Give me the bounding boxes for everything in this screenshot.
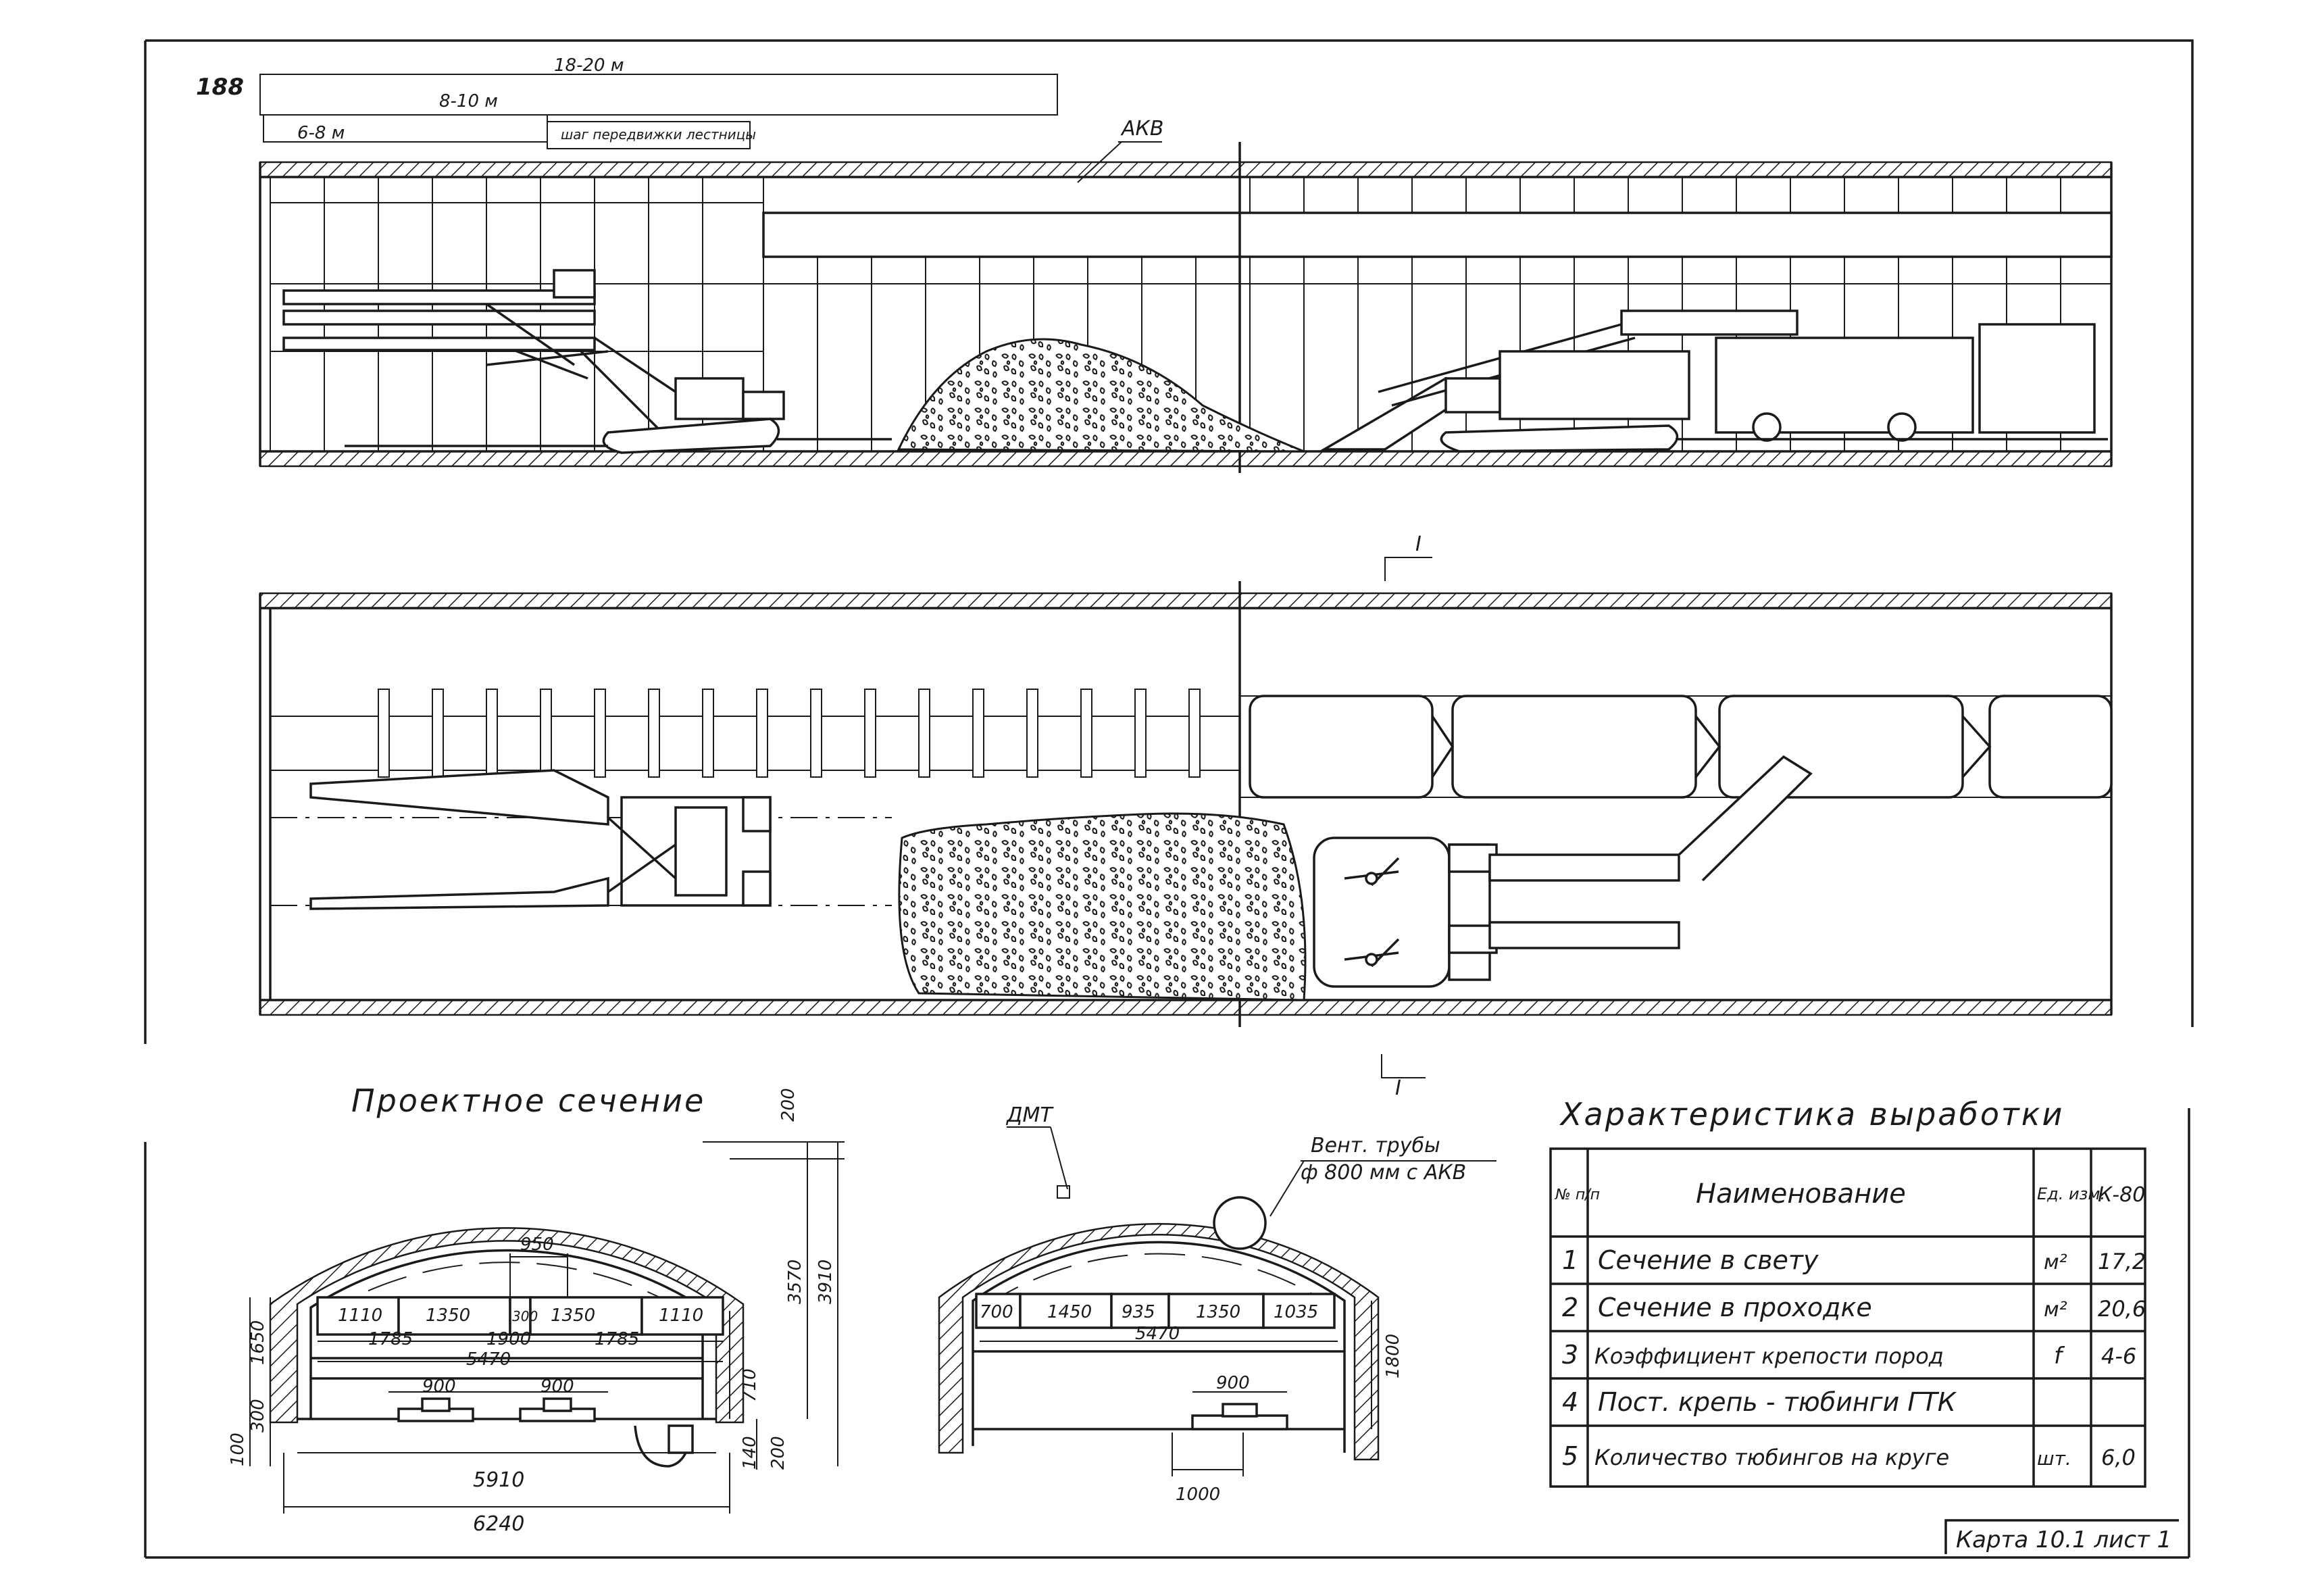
row-3-num: 3: [1562, 1340, 1578, 1370]
dim-900-section: 900: [1216, 1373, 1250, 1393]
dim-5910: 5910: [473, 1468, 524, 1492]
dim-1800-section: 1800: [1383, 1334, 1403, 1378]
dim-1650: 1650: [248, 1320, 268, 1365]
row-1-name: Сечение в свету: [1598, 1245, 1819, 1275]
row-2-value: 20,6: [2098, 1296, 2146, 1322]
row-3-name: Коэффициент крепости пород: [1594, 1343, 1944, 1369]
akv-label: АКВ: [1120, 117, 1163, 141]
dim-1900: 1900: [486, 1329, 531, 1349]
row-5-value: 6,0: [2101, 1445, 2136, 1470]
row-3-unit: f: [2054, 1343, 2065, 1370]
row-4-num: 4: [1562, 1387, 1578, 1417]
header-unit: Ед. изм.: [2037, 1184, 2105, 1203]
dim-18-20m: 18-20 м: [554, 55, 624, 76]
dim-200-bottom: 200: [768, 1436, 788, 1470]
row-1-num: 1: [1562, 1245, 1578, 1275]
dim-1785-right: 1785: [595, 1329, 639, 1349]
header-num: № п/п: [1555, 1187, 1600, 1203]
characteristics-title: Характеристика выработки: [1559, 1096, 2064, 1132]
row-3-value: 4-6: [2101, 1343, 2136, 1369]
dim-700: 700: [980, 1302, 1013, 1322]
section-mark-bottom: I: [1395, 1076, 1401, 1100]
dim-ladder-step: шаг передвижки лестницы: [561, 126, 756, 143]
dim-140: 140: [740, 1436, 760, 1470]
vent-pipes-spec: ф 800 мм с АКВ: [1301, 1161, 1466, 1184]
plan-view: I I: [259, 532, 2113, 1100]
header-value: К-80: [2098, 1183, 2145, 1207]
row-2-name: Сечение в проходке: [1598, 1293, 1872, 1322]
row-1-unit: м²: [2044, 1251, 2067, 1274]
dim-1350-right: 1350: [551, 1305, 595, 1326]
vent-pipes-label: Вент. трубы: [1311, 1134, 1440, 1157]
dim-6240: 6240: [473, 1512, 524, 1536]
dim-1000-section: 1000: [1176, 1485, 1220, 1505]
dim-300-left: 300: [248, 1399, 268, 1432]
dim-200-top: 200: [778, 1088, 799, 1122]
dim-8-10m: 8-10 м: [439, 91, 498, 111]
dim-1350-left: 1350: [426, 1305, 470, 1326]
characteristics-table: Характеристика выработки № п/п Наименова…: [1549, 1096, 2146, 1488]
dim-5470: 5470: [466, 1349, 511, 1370]
vent-pipe: [762, 211, 2113, 258]
section-mark-top: I: [1415, 532, 1422, 556]
vent-pipe-section: [1213, 1196, 1267, 1250]
row-5-unit: шт.: [2037, 1447, 2071, 1470]
loader-left: [345, 377, 892, 454]
dim-1110-right: 1110: [659, 1305, 703, 1326]
row-1-value: 17,2: [2098, 1249, 2146, 1274]
footer-label: Карта 10.1 лист 1: [1956, 1526, 2171, 1553]
dim-935: 935: [1122, 1302, 1155, 1322]
longitudinal-view: 18-20 м 8-10 м 6-8 м шаг передвижки лест…: [259, 55, 2113, 473]
row-4-name: Пост. крепь - тюбинги ГТК: [1598, 1387, 1957, 1417]
dim-1785-left: 1785: [368, 1329, 413, 1349]
dim-900-right: 900: [540, 1376, 574, 1397]
dim-950: 950: [520, 1235, 554, 1255]
dim-710: 710: [740, 1368, 760, 1402]
dim-100: 100: [228, 1432, 248, 1466]
dim-1035: 1035: [1274, 1302, 1318, 1322]
design-section-title: Проектное сечение: [351, 1082, 705, 1119]
footer-label-box: Карта 10.1 лист 1: [1944, 1519, 2179, 1554]
loader-plan-left: [309, 769, 772, 910]
rock-pile-elevation: [897, 338, 1305, 453]
dim-3910: 3910: [815, 1260, 836, 1304]
loader-right: [1319, 309, 2108, 453]
row-2-num: 2: [1562, 1293, 1578, 1322]
dim-300: 300: [512, 1308, 538, 1324]
dim-6-8m: 6-8 м: [297, 123, 345, 143]
header-name: Наименование: [1696, 1178, 1906, 1210]
dmt-label: ДМТ: [1005, 1103, 1054, 1127]
sheet-frame: [144, 39, 2194, 1559]
row-5-num: 5: [1562, 1441, 1578, 1471]
mine-cars: [1249, 695, 2113, 799]
row-5-name: Количество тюбингов на круге: [1594, 1445, 1949, 1470]
design-section: Проектное сечение: [228, 1082, 845, 1536]
row-2-unit: м²: [2044, 1298, 2067, 1322]
dim-5470-section: 5470: [1135, 1324, 1180, 1344]
tunnel-section: ДМТ Вент. трубы ф 800 мм с АКВ: [938, 1103, 1496, 1505]
loader-plan-right: [1313, 755, 1813, 988]
rail-track: [270, 689, 1240, 778]
dim-1450: 1450: [1047, 1302, 1092, 1322]
erector-platform: [282, 269, 676, 434]
dim-900-left: 900: [422, 1376, 456, 1397]
rock-pile-plan: [898, 812, 1307, 1001]
page-number: 188: [196, 74, 244, 101]
dim-3570: 3570: [785, 1260, 805, 1304]
dim-1110-left: 1110: [338, 1305, 382, 1326]
dim-1350: 1350: [1196, 1302, 1240, 1322]
